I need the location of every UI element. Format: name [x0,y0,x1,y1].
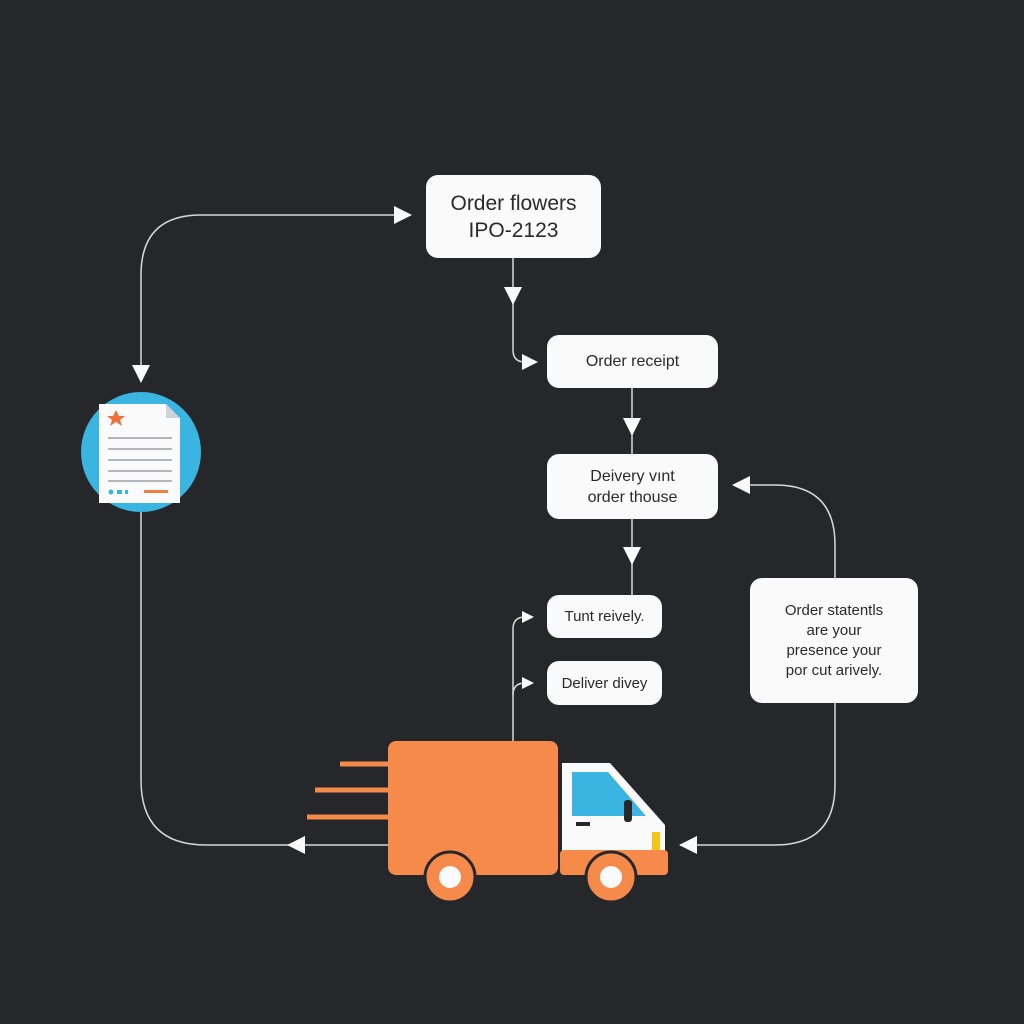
node-order-flowers[interactable]: Order flowers IPO-2123 [426,175,601,258]
connector-status-to-truck [680,703,836,846]
node-delivery[interactable]: Deivery vınt order thouse [547,454,718,519]
star-icon [107,410,125,426]
arrow-down-icon [132,365,150,383]
node-label: Tunt reively. [564,608,645,625]
arrow-down-icon [504,287,522,305]
node-order-receipt[interactable]: Order receipt [547,335,718,388]
arrow-right-icon [522,611,534,623]
connector-order-to-receipt [512,258,530,363]
arrow-right-icon [522,677,534,689]
arrow-left-icon [679,836,697,854]
node-label: Deivery vınt [590,467,675,485]
node-tunt[interactable]: Tunt reively. [547,595,662,638]
node-label: order thouse [587,488,678,506]
node-label: por cut arively. [785,661,883,679]
arrow-down-icon [623,547,641,565]
arrow-down-icon [623,418,641,436]
connector-truck-to-doc [140,512,388,846]
node-label: Order statentls [784,601,884,619]
node-label: Order flowers [450,191,577,215]
node-order-statements[interactable]: Order statentls are your presence your p… [750,578,918,703]
node-label: presence your [786,641,882,659]
arrow-right-icon [522,354,538,370]
document-icon [81,392,201,512]
arrow-right-icon [394,206,412,224]
node-label: Order receipt [585,352,680,370]
arrow-left-icon [732,476,750,494]
delivery-truck-icon [307,741,668,904]
node-deliver[interactable]: Deliver divey [547,661,662,705]
node-label: IPO-2123 [468,218,559,242]
arrow-left-icon [287,836,305,854]
connector-doc-to-order [140,214,400,372]
connector-status-to-delivery [740,484,836,578]
node-label: Deliver divey [561,674,648,692]
node-label: are your [806,621,862,639]
